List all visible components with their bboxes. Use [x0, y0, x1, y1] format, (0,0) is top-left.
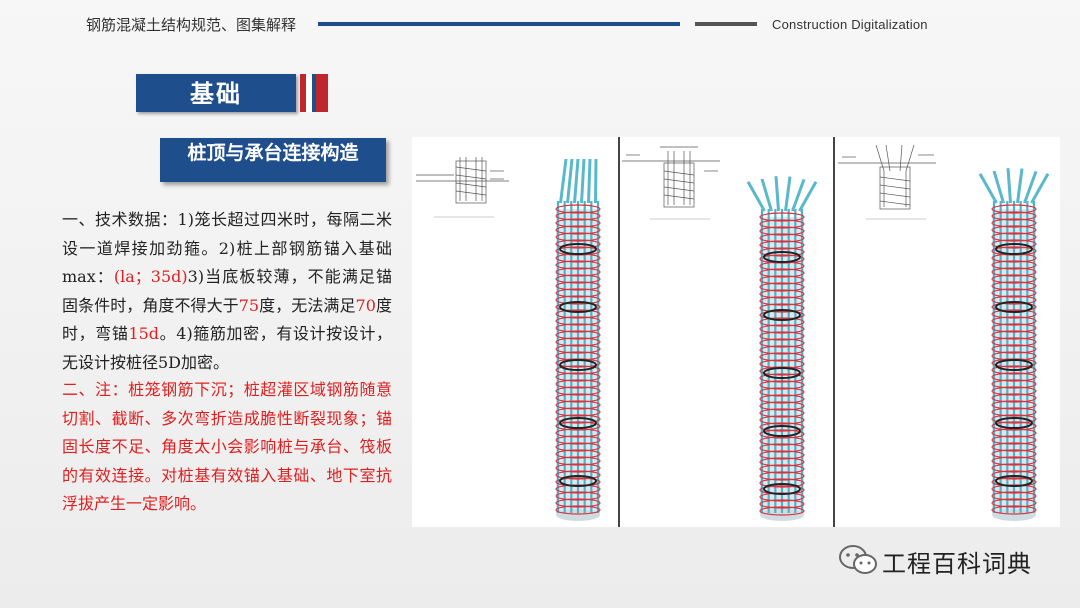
- highlight-run: 15d: [128, 324, 160, 344]
- pile-cage-render: [746, 176, 818, 521]
- highlight-run: 70: [355, 295, 376, 315]
- banner-stripe: [300, 74, 306, 112]
- text-run: 一、技术数据：1)笼长超过四米时，每隔二米设一道焊接加劲箍。2)桩上部钢筋锚入基…: [62, 210, 392, 287]
- notes-paragraph: 二、注：桩笼钢筋下沉；桩超灌区域钢筋随意切割、截断、多次弯折造成脆性断裂现象；锚…: [62, 380, 392, 514]
- watermark-text: 工程百科词典: [882, 550, 1032, 578]
- pile-detail-drawing: [622, 146, 720, 220]
- highlight-run: 75: [238, 295, 260, 315]
- section-title: 基础: [190, 79, 242, 108]
- pile-detail-drawing: [838, 144, 936, 220]
- panel-divider: [833, 137, 835, 527]
- text-run: 度，无法满足: [259, 295, 356, 315]
- pile-detail-drawing: [416, 157, 509, 218]
- banner-stripe: [312, 74, 316, 112]
- header-divider-blue: [318, 22, 680, 26]
- text-run: 。4)箍筋加密，有设计按设计，无设计按桩径5D加密。: [62, 324, 392, 372]
- pile-cage-render: [978, 168, 1050, 521]
- highlight-run: (la；35d): [113, 267, 188, 287]
- text-run: 度时，弯锚: [62, 295, 392, 344]
- pile-cage-render: [555, 159, 601, 521]
- banner-stripe: [316, 74, 328, 112]
- text-run: 3)当底板较薄，不能满足锚固条件时，角度不得大于: [62, 267, 392, 315]
- section-banner: 基础: [136, 74, 296, 112]
- tech-data-paragraph: 一、技术数据：1)笼长超过四米时，每隔二米设一道焊接加劲箍。2)桩上部钢筋锚入基…: [62, 206, 392, 378]
- header-brand: Construction Digitalization: [772, 17, 928, 32]
- panel-divider: [618, 137, 620, 527]
- header-divider-gray: [695, 22, 757, 26]
- illustration-panel: [412, 137, 1060, 527]
- subtitle: 桩顶与承台连接构造: [187, 142, 359, 164]
- wechat-icon: [839, 545, 877, 574]
- subtitle-banner: 桩顶与承台连接构造: [160, 138, 386, 182]
- header-title: 钢筋混凝土结构规范、图集解释: [86, 16, 297, 34]
- banner-stripe: [306, 74, 312, 112]
